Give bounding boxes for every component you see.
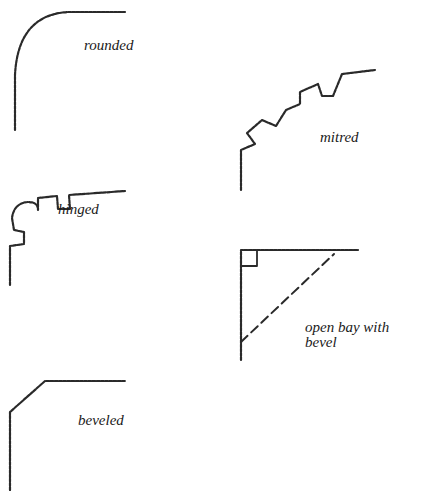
profile-label: mitred — [320, 130, 430, 145]
right-angle-mark — [241, 250, 257, 266]
profile-label: rounded — [84, 38, 204, 53]
open-bay-corner — [241, 250, 358, 360]
profile-label: beveled — [78, 413, 188, 428]
rounded-corner — [15, 12, 125, 130]
beveled-corner — [10, 381, 125, 490]
profile-label: hinged — [58, 202, 168, 217]
profile-label: open bay with bevel — [305, 320, 417, 350]
